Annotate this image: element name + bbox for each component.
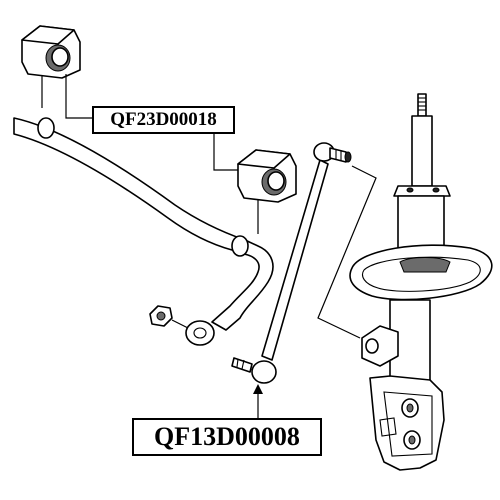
nut-leader (171, 319, 189, 329)
strut-assembly (349, 93, 493, 471)
stabilizer-link-part-number-label: QF13D00008 (132, 418, 322, 456)
bushing-label-leader-2 (213, 134, 238, 171)
link-nut (149, 305, 173, 327)
stabilizer-bushing-part-number-label: QF23D00018 (92, 106, 235, 134)
stabilizer-link (231, 142, 352, 384)
link-arrow (253, 384, 263, 418)
bushing-label-leader-1 (65, 74, 92, 119)
link-strut-leader (317, 165, 377, 339)
stabilizer-bushing-upper (21, 25, 81, 79)
stabilizer-bushing-lower (237, 149, 297, 203)
stabilizer-bar (13, 117, 274, 346)
